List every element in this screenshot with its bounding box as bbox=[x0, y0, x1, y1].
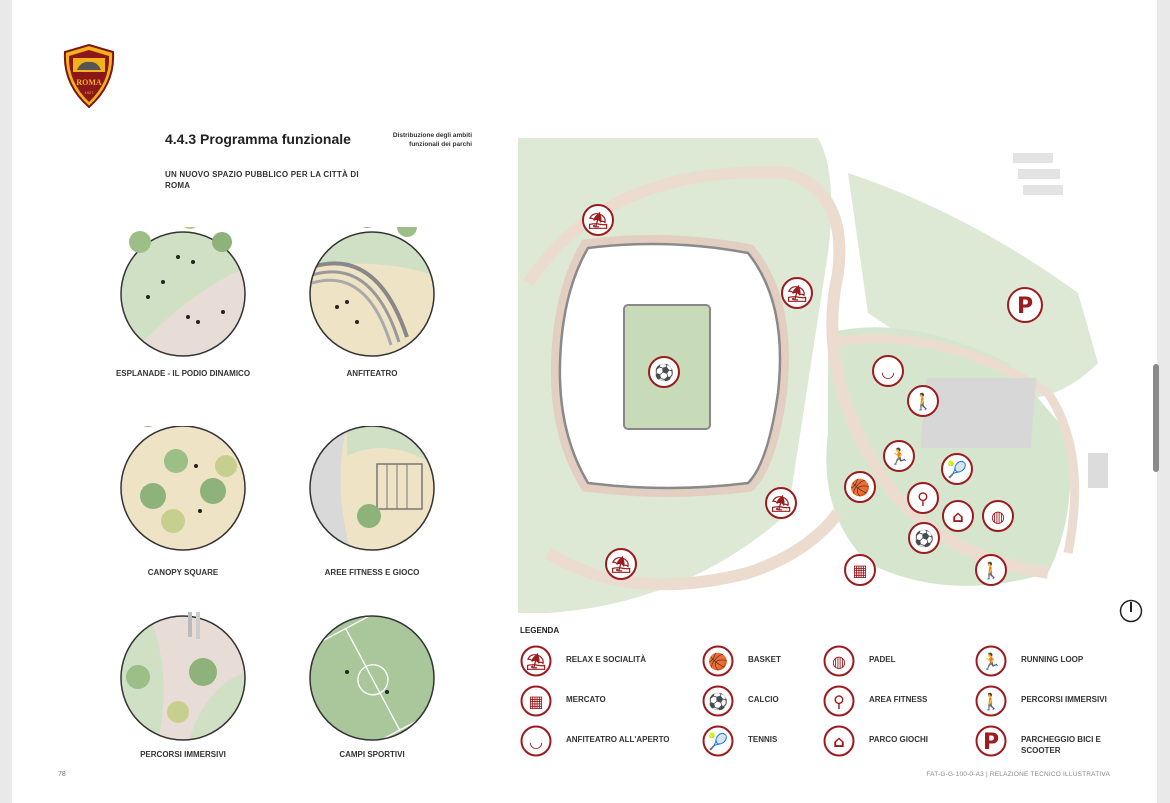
map-icon-relax: ⛱ bbox=[582, 204, 614, 236]
svg-text:⚲: ⚲ bbox=[917, 489, 929, 508]
map-icon-fitness: ⚲ bbox=[907, 482, 939, 514]
section-title: 4.4.3 Programma funzionale bbox=[165, 131, 351, 147]
legend-label: PARCHEGGIO BICI E SCOOTER bbox=[1021, 735, 1101, 755]
svg-text:⛱: ⛱ bbox=[526, 652, 546, 671]
svg-text:⌂: ⌂ bbox=[833, 732, 844, 751]
legend-icon-5: ⚽ bbox=[702, 685, 734, 717]
vignette-campi-sportivi bbox=[309, 615, 435, 741]
svg-text:🚶: 🚶 bbox=[981, 692, 1001, 711]
map-icon-anfiteatro: ◡ bbox=[872, 355, 904, 387]
legend-icon-9: ⌂ bbox=[823, 725, 855, 757]
vignette-aree-fitness bbox=[309, 426, 435, 551]
legend-label: RELAX E SOCIALITÀ bbox=[566, 655, 647, 664]
map-icon-calcio: ⚽ bbox=[648, 356, 680, 388]
map-icon-relax: ⛱ bbox=[605, 548, 637, 580]
vignette-caption: CAMPI SPORTIVI bbox=[339, 750, 405, 759]
map-icon-parcheggio: P bbox=[1007, 287, 1043, 323]
svg-text:▦: ▦ bbox=[852, 561, 867, 580]
svg-text:◡: ◡ bbox=[530, 732, 543, 751]
legend-icon-4: 🏀 bbox=[702, 645, 734, 677]
svg-text:◍: ◍ bbox=[832, 652, 846, 671]
svg-text:🏃: 🏃 bbox=[981, 652, 1001, 671]
vignette-percorsi-immersivi bbox=[120, 612, 246, 741]
legend-label: MERCATO bbox=[566, 695, 606, 704]
page-number: 78 bbox=[58, 771, 66, 778]
svg-text:🚶: 🚶 bbox=[981, 561, 1001, 580]
map-icon-percorsi: 🚶 bbox=[975, 554, 1007, 586]
vignette-caption: ESPLANADE - IL PODIO DINAMICO bbox=[115, 369, 251, 378]
legend-label: ANFITEATRO ALL'APERTO bbox=[566, 735, 670, 744]
svg-text:🎾: 🎾 bbox=[947, 460, 967, 479]
map-icon-tennis: 🎾 bbox=[941, 453, 973, 485]
svg-text:ROMA: ROMA bbox=[76, 78, 102, 87]
svg-text:1927: 1927 bbox=[85, 90, 95, 95]
document-reference: FAT-G-G-100-0-A3 | RELAZIONE TECNICO ILL… bbox=[926, 771, 1110, 778]
vignette-canopy-square bbox=[120, 426, 246, 551]
map-note: Distribuzione degli ambiti funzionali de… bbox=[392, 132, 472, 148]
section-subtitle: UN NUOVO SPAZIO PUBBLICO PER LA CITTÀ DI… bbox=[165, 170, 359, 190]
legend-label: CALCIO bbox=[748, 695, 779, 704]
vignette-esplanade bbox=[120, 227, 246, 357]
svg-text:⚽: ⚽ bbox=[913, 529, 934, 548]
legend-icon-2: ▦ bbox=[520, 685, 552, 717]
svg-text:P: P bbox=[983, 730, 999, 755]
as-roma-logo-icon: ROMA 1927 bbox=[63, 44, 115, 108]
vignette-anfiteatro bbox=[309, 227, 435, 357]
map-icon-running: 🏃 bbox=[883, 440, 915, 472]
svg-text:⛱: ⛱ bbox=[611, 555, 631, 574]
svg-text:🏃: 🏃 bbox=[889, 447, 909, 466]
svg-text:⚲: ⚲ bbox=[833, 692, 845, 711]
svg-text:◡: ◡ bbox=[882, 362, 895, 381]
svg-text:⛱: ⛱ bbox=[771, 494, 791, 513]
vignette-caption: PERCORSI IMMERSIVI bbox=[140, 750, 226, 759]
map-icon-giochi: ⌂ bbox=[942, 500, 974, 532]
legend-label: TENNIS bbox=[748, 735, 778, 744]
legend-icon-12: P bbox=[975, 725, 1007, 757]
map-icon-calcio: ⚽ bbox=[908, 522, 940, 554]
svg-text:⚽: ⚽ bbox=[707, 692, 728, 711]
map-icon-percorsi: 🚶 bbox=[907, 385, 939, 417]
svg-text:⚽: ⚽ bbox=[653, 363, 674, 382]
map-icon-padel: ◍ bbox=[982, 500, 1014, 532]
vignette-caption: CANOPY SQUARE bbox=[147, 568, 219, 577]
svg-text:⌂: ⌂ bbox=[952, 507, 963, 526]
legend-label: BASKET bbox=[748, 655, 781, 664]
legend-icon-8: ⚲ bbox=[823, 685, 855, 717]
legend-label: PADEL bbox=[869, 655, 896, 664]
site-plan-map: ⛱ ⛱ ⚽ P ◡ 🚶 🏃 🎾 🏀 ⚲ ⛱ ⌂ ◍ ⚽ ⛱ ▦ 🚶 bbox=[488, 133, 1116, 618]
map-icon-mercato: ▦ bbox=[844, 554, 876, 586]
svg-text:P: P bbox=[1017, 294, 1033, 319]
svg-text:🏀: 🏀 bbox=[708, 651, 728, 672]
svg-text:🚶: 🚶 bbox=[913, 392, 933, 411]
svg-text:⛱: ⛱ bbox=[588, 211, 608, 230]
svg-text:🏀: 🏀 bbox=[850, 477, 870, 498]
vignette-caption: AREE FITNESS E GIOCO bbox=[324, 568, 420, 577]
legend-label: PERCORSI IMMERSIVI bbox=[1021, 695, 1107, 704]
legend-icon-10: 🏃 bbox=[975, 645, 1007, 677]
legend-icon-11: 🚶 bbox=[975, 685, 1007, 717]
legend-icon-7: ◍ bbox=[823, 645, 855, 677]
north-arrow-icon bbox=[1119, 599, 1143, 623]
map-icon-relax: ⛱ bbox=[781, 277, 813, 309]
vignette-caption: ANFITEATRO bbox=[346, 369, 398, 378]
map-icon-relax: ⛱ bbox=[765, 487, 797, 519]
legend-title: LEGENDA bbox=[520, 626, 560, 635]
legend-label: RUNNING LOOP bbox=[1021, 655, 1084, 664]
legend-icon-1: ⛱ bbox=[520, 645, 552, 677]
svg-text:◍: ◍ bbox=[991, 507, 1005, 526]
legend-label: AREA FITNESS bbox=[869, 695, 928, 704]
svg-text:▦: ▦ bbox=[528, 692, 543, 711]
svg-text:🎾: 🎾 bbox=[708, 732, 728, 751]
svg-text:⛱: ⛱ bbox=[787, 284, 807, 303]
scrollbar-thumb[interactable] bbox=[1153, 364, 1159, 472]
legend-label: PARCO GIOCHI bbox=[869, 735, 928, 744]
legend-icon-6: 🎾 bbox=[702, 725, 734, 757]
map-icon-basket: 🏀 bbox=[844, 471, 876, 503]
legend-icon-3: ◡ bbox=[520, 725, 552, 757]
